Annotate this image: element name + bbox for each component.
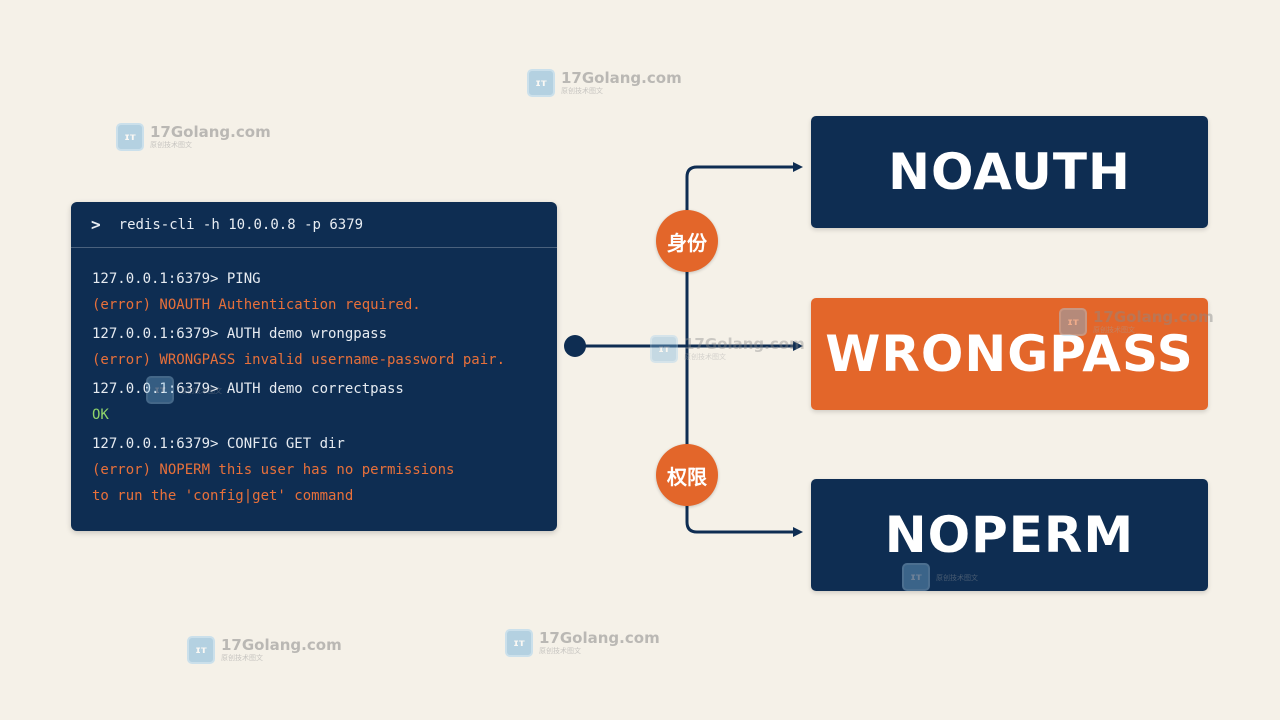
- terminal-line: OK: [92, 407, 109, 423]
- wrongpass-box: WRONGPASS: [811, 298, 1208, 410]
- watermark-sub: 原创技术图文: [150, 141, 192, 149]
- watermark-sub: 原创技术图文: [684, 353, 726, 361]
- watermark-name: 17Golang.com: [561, 69, 682, 87]
- terminal-line: 127.0.0.1:6379> CONFIG GET dir: [92, 436, 345, 452]
- terminal-line: to run the 'config|get' command: [92, 488, 354, 504]
- arrow-to-noauth: [685, 162, 803, 346]
- chevron-right-icon: >: [91, 215, 101, 234]
- watermark-logo-icon: ɪᴛ: [116, 123, 144, 151]
- watermark-sub: 原创技术图文: [221, 654, 263, 662]
- watermark: ɪᴛ 17Golang.com 原创技术图文: [505, 629, 660, 657]
- arrow-to-noperm: [685, 346, 803, 537]
- watermark-sub: 原创技术图文: [1093, 326, 1135, 334]
- noauth-label: NOAUTH: [888, 143, 1131, 201]
- watermark: ɪᴛ 17Golang.com 原创技术图文: [650, 335, 805, 363]
- connector-origin-dot: [564, 335, 586, 357]
- watermark: ɪᴛ 原创技术图文: [146, 376, 222, 404]
- terminal-command: redis-cli -h 10.0.0.8 -p 6379: [118, 216, 364, 233]
- watermark-sub: 原创技术图文: [539, 647, 581, 655]
- watermark-sub: 原创技术图文: [561, 87, 603, 95]
- watermark: ɪᴛ 17Golang.com 原创技术图文: [116, 123, 271, 151]
- watermark-name: 17Golang.com: [539, 629, 660, 647]
- terminal-header: > redis-cli -h 10.0.0.8 -p 6379: [71, 202, 557, 248]
- watermark-logo-icon: ɪᴛ: [146, 376, 174, 404]
- terminal-line: 127.0.0.1:6379> AUTH demo wrongpass: [92, 326, 388, 342]
- permission-badge: 权限: [656, 444, 718, 506]
- watermark-name: 17Golang.com: [150, 123, 271, 141]
- terminal-line: (error) NOPERM this user has no permissi…: [92, 462, 455, 478]
- watermark-name: 17Golang.com: [221, 636, 342, 654]
- watermark-logo-icon: ɪᴛ: [650, 335, 678, 363]
- watermark-name: 17Golang.com: [684, 335, 805, 353]
- watermark-logo-icon: ɪᴛ: [527, 69, 555, 97]
- watermark: ɪᴛ 原创技术图文: [902, 563, 978, 591]
- watermark: ɪᴛ 17Golang.com 原创技术图文: [527, 69, 682, 97]
- noperm-box: NOPERM: [811, 479, 1208, 591]
- watermark-sub: 原创技术图文: [180, 386, 222, 395]
- watermark-logo-icon: ɪᴛ: [187, 636, 215, 664]
- identity-badge: 身份: [656, 210, 718, 272]
- terminal-output: 127.0.0.1:6379> PING (error) NOAUTH Auth…: [71, 248, 557, 509]
- terminal-line: 127.0.0.1:6379> AUTH demo correctpass: [92, 381, 404, 397]
- noperm-label: NOPERM: [884, 506, 1135, 564]
- terminal-line: (error) WRONGPASS invalid username-passw…: [92, 352, 506, 368]
- watermark-logo-icon: ɪᴛ: [505, 629, 533, 657]
- watermark-sub: 原创技术图文: [936, 573, 978, 582]
- terminal-panel: > redis-cli -h 10.0.0.8 -p 6379 127.0.0.…: [71, 202, 557, 531]
- watermark-name: 17Golang.com: [1093, 308, 1214, 326]
- noauth-box: NOAUTH: [811, 116, 1208, 228]
- watermark: ɪᴛ 17Golang.com 原创技术图文: [187, 636, 342, 664]
- wrongpass-label: WRONGPASS: [825, 325, 1194, 383]
- terminal-line: (error) NOAUTH Authentication required.: [92, 297, 421, 313]
- watermark-logo-icon: ɪᴛ: [1059, 308, 1087, 336]
- watermark-logo-icon: ɪᴛ: [902, 563, 930, 591]
- terminal-line: 127.0.0.1:6379> PING: [92, 271, 261, 287]
- watermark: ɪᴛ 17Golang.com 原创技术图文: [1059, 308, 1214, 336]
